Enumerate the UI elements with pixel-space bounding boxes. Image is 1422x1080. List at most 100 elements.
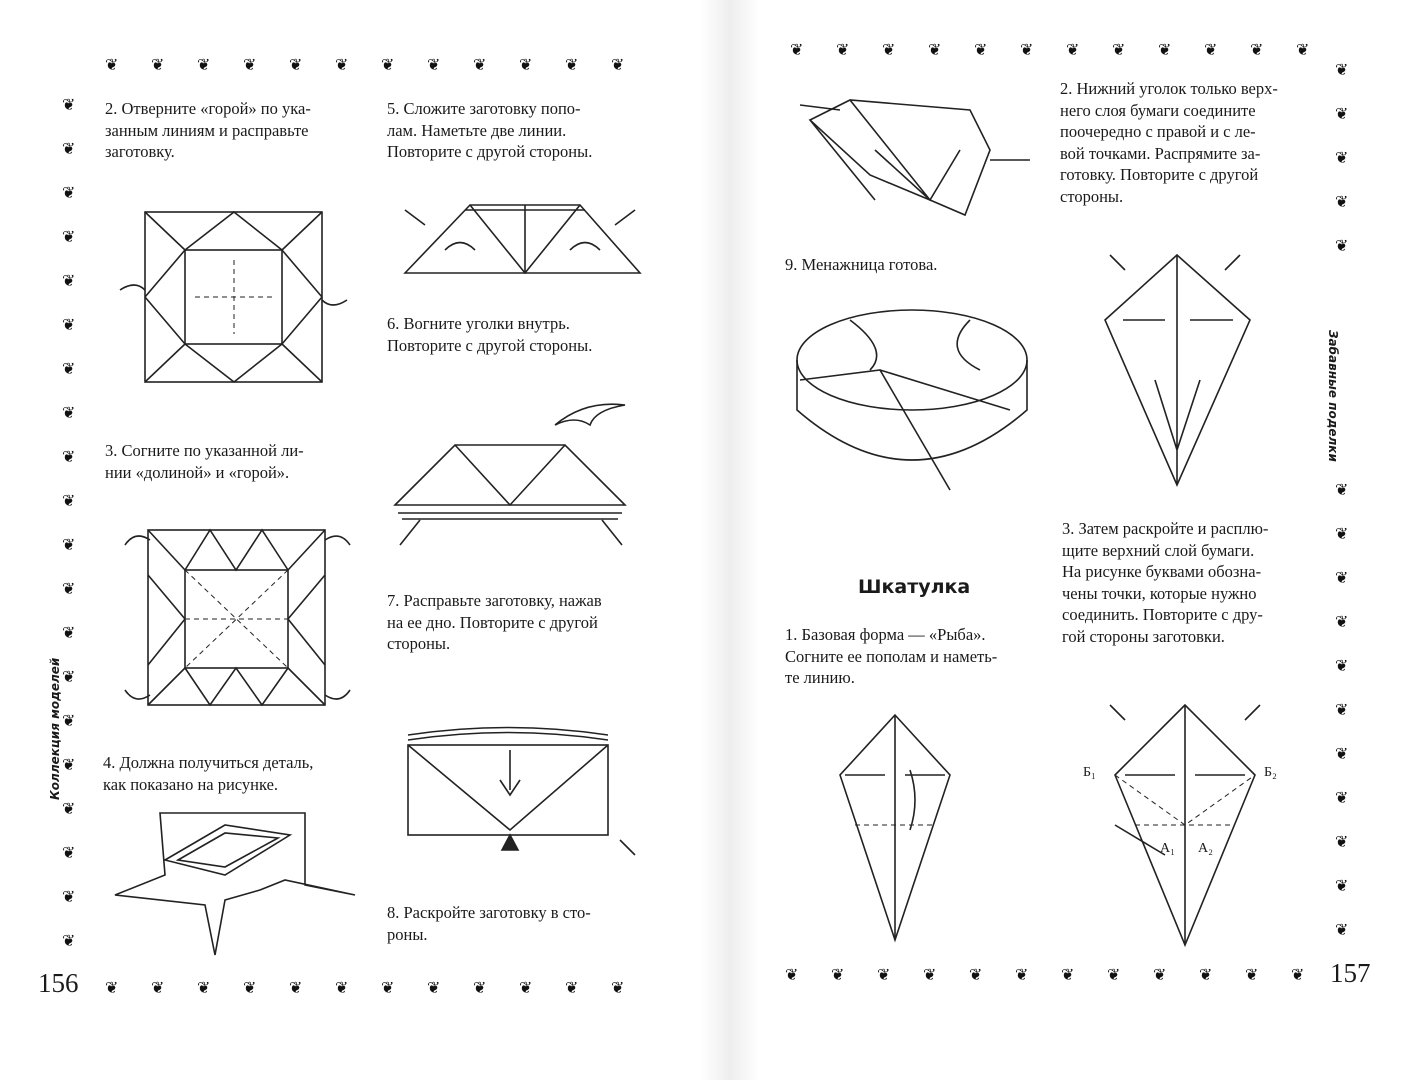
leaf-ornament-icon: ❦ [62,185,76,202]
leaf-ornament-icon: ❦ [1335,194,1349,211]
leaf-ornament-icon: ❦ [1335,790,1349,807]
diagram-step-2-right [1104,253,1251,487]
leaf-ornament-icon: ❦ [151,57,165,74]
leaf-ornament-icon: ❦ [427,57,441,74]
leaf-ornament-icon: ❦ [974,42,988,59]
step-9: 9. Менажница готова. [785,255,938,274]
diagram-step-5 [403,204,642,275]
leaf-ornament-icon: ❦ [1335,62,1349,79]
diagram-step-6 [393,403,627,546]
diagram-step-4 [114,812,356,956]
leaf-ornament-icon: ❦ [923,967,937,984]
leaf-ornament-icon: ❦ [1061,967,1075,984]
leaf-ornament-icon: ❦ [62,845,76,862]
leaf-ornament-icon: ❦ [1153,967,1167,984]
leaf-ornament-icon: ❦ [62,405,76,422]
leaf-ornament-icon: ❦ [1015,967,1029,984]
leaf-ornament-icon: ❦ [62,273,76,290]
leaf-ornament-icon: ❦ [62,493,76,510]
leaf-ornament-icon: ❦ [62,669,76,686]
leaf-ornament-icon: ❦ [1335,834,1349,851]
leaf-ornament-icon: ❦ [1335,658,1349,675]
leaf-ornament-icon: ❦ [1066,42,1080,59]
diagram-step-3-right [1109,703,1261,948]
leaf-ornament-icon: ❦ [381,57,395,74]
step-6: 6. Вогните уголки внутрь. Повторите с др… [387,314,593,355]
leaf-ornament-icon: ❦ [836,42,850,59]
leaf-ornament-icon: ❦ [611,57,625,74]
running-head-right: Забавные поделки [1326,330,1340,462]
leaf-ornament-icon: ❦ [519,980,533,997]
leaf-ornament-icon: ❦ [1291,967,1305,984]
leaf-ornament-icon: ❦ [1107,967,1121,984]
leaf-ornament-icon: ❦ [1199,967,1213,984]
leaf-ornament-icon: ❦ [790,42,804,59]
diagram-step-8 [799,99,1030,217]
leaf-ornament-icon: ❦ [62,625,76,642]
leaf-ornament-icon: ❦ [1020,42,1034,59]
leaf-ornament-icon: ❦ [62,889,76,906]
leaf-ornament-icon: ❦ [62,317,76,334]
diagram-step-3 [124,528,351,707]
leaf-ornament-icon: ❦ [1335,482,1349,499]
step-3-right: 3. Затем раскройте и расплю- щите верхни… [1062,519,1269,646]
leaf-ornament-icon: ❦ [928,42,942,59]
leaf-ornament-icon: ❦ [519,57,533,74]
leaf-ornament-icon: ❦ [565,980,579,997]
leaf-ornament-icon: ❦ [151,980,165,997]
leaf-ornament-icon: ❦ [1335,922,1349,939]
label-b2: Б₂ [1264,765,1277,780]
leaf-ornament-icon: ❦ [1335,702,1349,719]
leaf-ornament-icon: ❦ [1335,150,1349,167]
book-gutter [700,0,760,1080]
leaf-ornament-icon: ❦ [882,42,896,59]
running-head-left: Коллекция моделей [48,657,62,800]
leaf-ornament-icon: ❦ [1112,42,1126,59]
leaf-ornament-icon: ❦ [1335,570,1349,587]
diagram-step-2 [119,210,348,384]
diagram-step-1-right [839,713,951,943]
leaf-ornament-icon: ❦ [62,933,76,950]
leaf-ornament-icon: ❦ [1335,878,1349,895]
leaf-ornament-icon: ❦ [877,967,891,984]
leaf-ornament-icon: ❦ [473,980,487,997]
leaf-ornament-icon: ❦ [473,57,487,74]
leaf-ornament-icon: ❦ [611,980,625,997]
leaf-ornament-icon: ❦ [1335,238,1349,255]
page-number-left: 156 [38,968,79,998]
leaf-ornament-icon: ❦ [1335,106,1349,123]
leaf-ornament-icon: ❦ [831,967,845,984]
leaf-ornament-icon: ❦ [1335,526,1349,543]
leaf-ornament-icon: ❦ [62,229,76,246]
step-8: 8. Раскройте заготовку в сто- роны. [387,903,591,944]
leaf-ornament-icon: ❦ [565,57,579,74]
leaf-ornament-icon: ❦ [62,361,76,378]
leaf-ornament-icon: ❦ [785,967,799,984]
step-4-left: 4. Должна получиться деталь, как показан… [103,753,314,794]
leaf-ornament-icon: ❦ [62,801,76,818]
leaf-ornament-icon: ❦ [1204,42,1218,59]
leaf-ornament-icon: ❦ [1245,967,1259,984]
label-b1: Б₁ [1083,765,1096,780]
step-2-left: 2. Отверните «горой» по ука- занным лини… [105,99,311,161]
leaf-ornament-icon: ❦ [289,57,303,74]
leaf-ornament-icon: ❦ [197,57,211,74]
label-a2: А₂ [1198,841,1213,856]
leaf-ornament-icon: ❦ [1250,42,1264,59]
label-a1: А₁ [1160,841,1175,856]
leaf-ornament-icon: ❦ [1158,42,1172,59]
diagram-menazhnitsa [796,309,1028,491]
diagram-step-7 [407,726,636,856]
leaf-ornament-icon: ❦ [1335,614,1349,631]
step-1-right: 1. Базовая форма — «Рыба». Согните ее по… [785,625,998,687]
leaf-ornament-icon: ❦ [969,967,983,984]
step-5: 5. Сложите заготовку попо- лам. Наметьте… [387,99,593,161]
leaf-ornament-icon: ❦ [1296,42,1310,59]
leaf-ornament-icon: ❦ [427,980,441,997]
section-title: Шкатулка [858,576,971,598]
leaf-ornament-icon: ❦ [289,980,303,997]
leaf-ornament-icon: ❦ [62,537,76,554]
step-2-right: 2. Нижний уголок только верх- него слоя … [1060,79,1278,206]
leaf-ornament-icon: ❦ [62,581,76,598]
leaf-ornament-icon: ❦ [105,980,119,997]
